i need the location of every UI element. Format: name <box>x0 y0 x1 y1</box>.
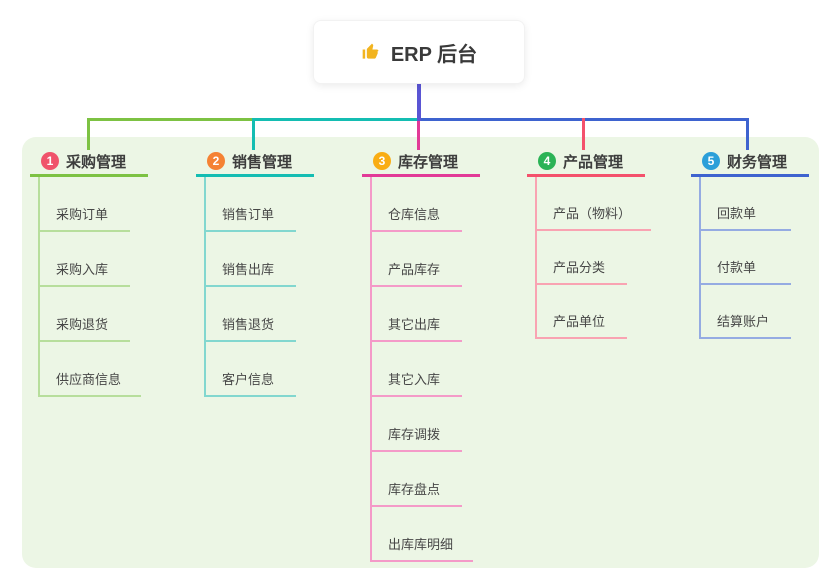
branch-children: 仓库信息产品库存其它出库其它入库库存调拨库存盘点出库库明细 <box>370 177 474 562</box>
mindmap-node[interactable]: 产品单位 <box>537 285 627 339</box>
branch-stub-2 <box>252 118 255 150</box>
branch-label: 财务管理 <box>727 153 788 171</box>
rail-segment-mid <box>252 118 417 121</box>
branch-column: 3 库存管理 仓库信息产品库存其它出库其它入库库存调拨库存盘点出库库明细 <box>362 148 480 562</box>
branch-label: 采购管理 <box>66 153 127 171</box>
branch-number-badge: 3 <box>373 152 391 170</box>
branch-header-5[interactable]: 5 财务管理 <box>691 148 809 177</box>
mindmap-node[interactable]: 客户信息 <box>206 342 296 397</box>
mindmap-node[interactable]: 产品（物料） <box>537 177 652 231</box>
branch-column: 2 销售管理 销售订单销售出库销售退货客户信息 <box>196 148 314 397</box>
mindmap-node[interactable]: 产品库存 <box>372 232 462 287</box>
branch-label: 库存管理 <box>398 153 459 171</box>
mindmap-node[interactable]: 其它出库 <box>372 287 462 342</box>
mindmap-node[interactable]: 付款单 <box>701 231 791 285</box>
rail-segment-left <box>87 118 252 121</box>
branch-stub-4 <box>582 118 585 150</box>
branch-column: 1 采购管理 采购订单采购入库采购退货供应商信息 <box>30 148 148 397</box>
branch-header-2[interactable]: 2 销售管理 <box>196 148 314 177</box>
mindmap-node[interactable]: 采购入库 <box>40 232 130 287</box>
branch-number-badge: 4 <box>538 152 556 170</box>
branch-column: 5 财务管理 回款单付款单结算账户 <box>691 148 809 339</box>
branch-header-1[interactable]: 1 采购管理 <box>30 148 148 177</box>
mindmap-node[interactable]: 产品分类 <box>537 231 627 285</box>
mindmap-node[interactable]: 库存调拨 <box>372 397 462 452</box>
mindmap-node[interactable]: 库存盘点 <box>372 452 462 507</box>
mindmap-node[interactable]: 其它入库 <box>372 342 462 397</box>
mindmap-node[interactable]: 销售订单 <box>206 177 296 232</box>
branch-stub-1 <box>87 118 90 150</box>
branch-children: 采购订单采购入库采购退货供应商信息 <box>38 177 142 397</box>
mindmap-node[interactable]: 回款单 <box>701 177 791 231</box>
mindmap-node[interactable]: 销售出库 <box>206 232 296 287</box>
branch-number-badge: 1 <box>41 152 59 170</box>
branch-label: 产品管理 <box>563 153 624 171</box>
branches-panel <box>22 137 819 568</box>
mindmap-node[interactable]: 采购退货 <box>40 287 130 342</box>
branch-stub-3 <box>417 121 420 150</box>
branch-number-badge: 5 <box>702 152 720 170</box>
branch-header-4[interactable]: 4 产品管理 <box>527 148 645 177</box>
root-connector-line <box>417 82 421 121</box>
mindmap-node[interactable]: 出库库明细 <box>372 507 474 562</box>
mindmap-node[interactable]: 结算账户 <box>701 285 791 339</box>
root-node[interactable]: ERP 后台 <box>313 20 525 84</box>
mindmap-node[interactable]: 仓库信息 <box>372 177 462 232</box>
mindmap-node[interactable]: 供应商信息 <box>40 342 142 397</box>
root-label: ERP 后台 <box>390 43 478 66</box>
branch-label: 销售管理 <box>232 153 293 171</box>
branch-column: 4 产品管理 产品（物料）产品分类产品单位 <box>527 148 652 339</box>
branch-children: 销售订单销售出库销售退货客户信息 <box>204 177 296 397</box>
branch-header-3[interactable]: 3 库存管理 <box>362 148 480 177</box>
branch-children: 回款单付款单结算账户 <box>699 177 791 339</box>
thumbs-up-icon <box>362 43 379 59</box>
mindmap-node[interactable]: 销售退货 <box>206 287 296 342</box>
rail-segment-right <box>421 118 749 121</box>
mindmap-node[interactable]: 采购订单 <box>40 177 130 232</box>
branch-number-badge: 2 <box>207 152 225 170</box>
branch-children: 产品（物料）产品分类产品单位 <box>535 177 652 339</box>
branch-stub-5 <box>746 118 749 150</box>
